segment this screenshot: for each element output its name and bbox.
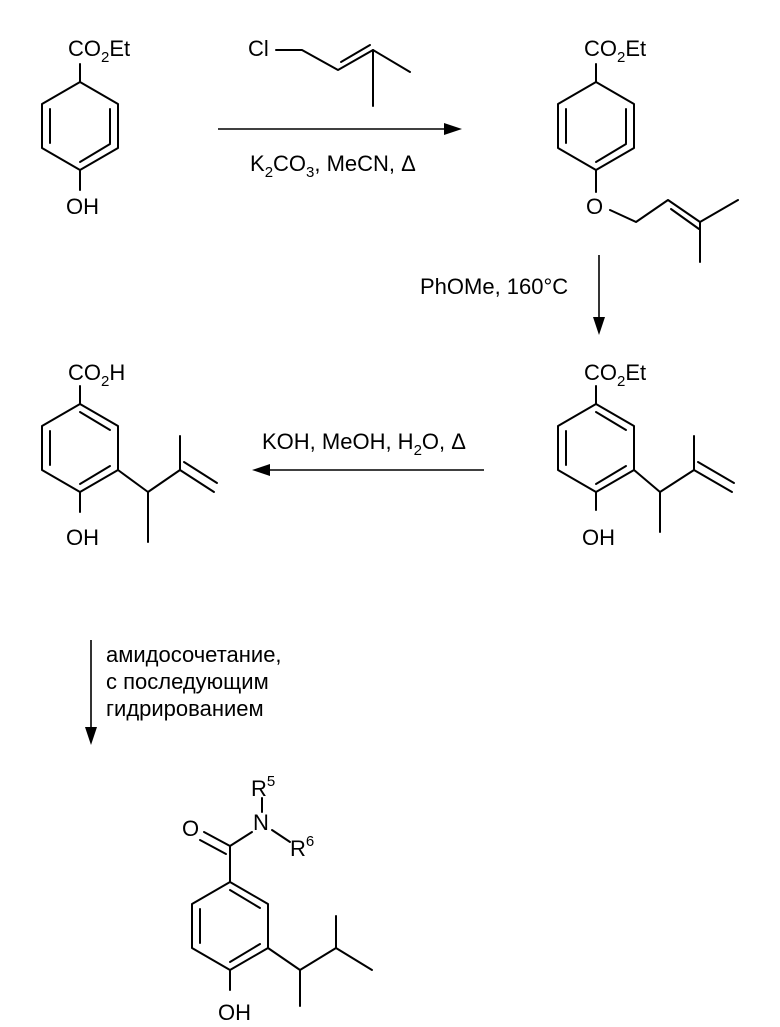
step4-conditions-line3: гидрированием bbox=[106, 696, 264, 721]
ester-label: CO2Et bbox=[584, 36, 646, 66]
arrow-step4 bbox=[85, 640, 97, 745]
arrow-step1 bbox=[218, 123, 462, 135]
compound-carboxylic-acid: CO2H OH bbox=[41, 360, 218, 550]
step4-conditions-line2: с последующим bbox=[106, 669, 269, 694]
hydroxyl-label: OH bbox=[66, 525, 99, 550]
chlorine-label: Cl bbox=[248, 36, 269, 61]
carbonyl-oxygen-label: O bbox=[182, 816, 199, 841]
step4-conditions-line1: амидосочетание, bbox=[106, 642, 282, 667]
compound-amide-product: O N R5 R6 OH bbox=[182, 773, 373, 1025]
step3-conditions: KOH, MeOH, H2O, Δ bbox=[262, 429, 466, 459]
arrow-step3 bbox=[252, 464, 484, 476]
acid-label: CO2H bbox=[68, 360, 125, 390]
ester-label: CO2Et bbox=[584, 360, 646, 390]
nitrogen-label: N bbox=[253, 810, 269, 835]
step1-conditions: K2CO3, MeCN, Δ bbox=[250, 151, 416, 181]
reagent-prenyl-chloride: Cl bbox=[248, 36, 411, 107]
compound-ethyl-4-hydroxybenzoate: CO2Et OH bbox=[41, 36, 130, 219]
hydroxyl-label: OH bbox=[218, 1000, 251, 1025]
ether-oxygen-label: O bbox=[586, 194, 603, 219]
r5-label: R5 bbox=[251, 773, 275, 801]
hydroxyl-label: OH bbox=[582, 525, 615, 550]
step2-conditions: PhOMe, 160°C bbox=[420, 274, 568, 299]
compound-rearranged-ester: CO2Et OH bbox=[557, 360, 735, 550]
arrow-step2 bbox=[593, 255, 605, 335]
compound-prenyl-ether: CO2Et O bbox=[557, 36, 739, 263]
ester-label: CO2Et bbox=[68, 36, 130, 66]
r6-label: R6 bbox=[290, 833, 314, 861]
hydroxyl-label: OH bbox=[66, 194, 99, 219]
